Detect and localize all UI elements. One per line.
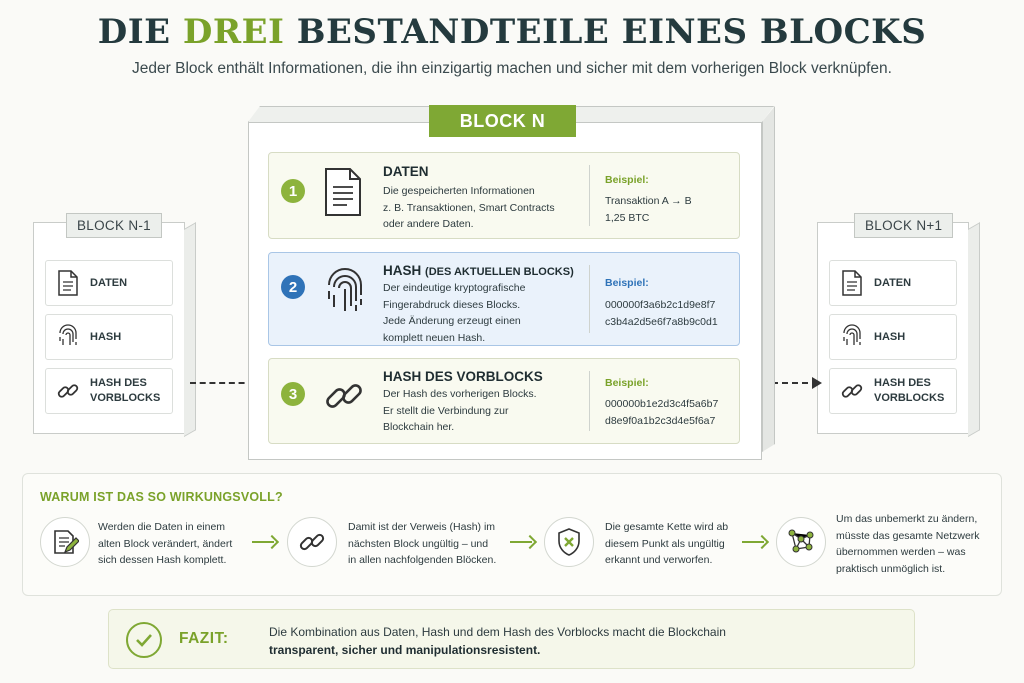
fazit-text-line2: transparent, sicher und manipulationsres… xyxy=(269,643,541,657)
network-icon xyxy=(776,517,826,567)
row-description: Der Hash des vorherigen Blocks. Er stell… xyxy=(383,388,537,433)
page-title: DIE DREI BESTANDTEILE EINES BLOCKS xyxy=(0,12,1024,52)
document-icon xyxy=(46,270,90,296)
block-n-minus-1: BLOCK N-1 DATEN HASH HASH DES VORBLOCKS xyxy=(33,213,185,434)
why-section: WARUM IST DAS SO WIRKUNGSVOLL? Werden di… xyxy=(22,473,1002,596)
side-item-label: HASH DES VORBLOCKS xyxy=(90,377,161,404)
fazit-text-line1: Die Kombination aus Daten, Hash und dem … xyxy=(269,625,726,639)
block-n-label: BLOCK N xyxy=(429,105,576,137)
document-icon xyxy=(830,270,874,296)
row-number: 1 xyxy=(281,179,305,203)
example-value: 000000f3a6b2c1d9e8f7 c3b4a2d5e6f7a8b9c0d… xyxy=(605,299,718,328)
document-icon xyxy=(323,167,363,222)
block-n-minus-1-label: BLOCK N-1 xyxy=(66,213,162,238)
example-label: Beispiel: xyxy=(605,377,649,389)
why-step-text: Die gesamte Kette wird ab diesem Punkt a… xyxy=(605,521,729,566)
side-item-label: DATEN xyxy=(874,276,912,289)
side-item-daten: DATEN xyxy=(829,260,957,306)
edit-document-icon xyxy=(40,517,90,567)
fingerprint-icon xyxy=(323,267,367,324)
chain-link-icon xyxy=(830,378,874,404)
example-label: Beispiel: xyxy=(605,277,649,289)
row-description: Die gespeicherten Informationen z. B. Tr… xyxy=(383,185,555,230)
row-title: HASH (DES AKTUELLEN BLOCKS) xyxy=(383,263,574,278)
fazit-label: FAZIT: xyxy=(179,630,229,647)
side-item-label: HASH xyxy=(90,330,122,343)
arrow-right-icon xyxy=(742,541,764,543)
chain-link-icon xyxy=(46,378,90,404)
shield-x-icon xyxy=(544,517,594,567)
arrow-main-to-right xyxy=(762,377,822,389)
side-item-hash: HASH xyxy=(829,314,957,360)
side-item-label: DATEN xyxy=(90,276,128,289)
title-part1: DIE xyxy=(97,12,171,52)
title-accent: DREI xyxy=(182,12,285,52)
block-n-side-face xyxy=(762,106,775,452)
side-item-daten: DATEN xyxy=(45,260,173,306)
title-part2: BESTANDTEILE EINES BLOCKS xyxy=(296,12,927,52)
row-title: DATEN xyxy=(383,164,429,179)
row-description: Der eindeutige kryptografische Fingerabd… xyxy=(383,282,526,344)
chain-link-icon xyxy=(287,517,337,567)
row-divider xyxy=(589,265,590,333)
row-hash: 2 HASH (DES AKTUELLEN BLOCKS) Der eindeu… xyxy=(268,252,740,346)
row-daten: 1 DATEN Die gespeicherten Informationen … xyxy=(268,152,740,239)
why-step-text: Werden die Daten in einem alten Block ve… xyxy=(98,521,233,566)
block-n-plus-1: BLOCK N+1 DATEN HASH HASH DES VORBLOCKS xyxy=(817,213,969,434)
row-divider xyxy=(589,371,590,431)
example-value: Transaktion A → B 1,25 BTC xyxy=(605,195,692,224)
side-item-hash-vorblock: HASH DES VORBLOCKS xyxy=(45,368,173,414)
side-item-label: HASH xyxy=(874,330,906,343)
why-title: WARUM IST DAS SO WIRKUNGSVOLL? xyxy=(40,490,283,504)
checkmark-icon xyxy=(126,622,162,658)
arrow-right-icon xyxy=(252,541,274,543)
example-label: Beispiel: xyxy=(605,174,649,186)
why-step-text: Damit ist der Verweis (Hash) im nächsten… xyxy=(348,521,497,566)
block-n-plus-1-label: BLOCK N+1 xyxy=(854,213,954,238)
row-number: 2 xyxy=(281,275,305,299)
row-divider xyxy=(589,165,590,226)
page-subtitle: Jeder Block enthält Informationen, die i… xyxy=(132,60,892,77)
side-item-hash: HASH xyxy=(45,314,173,360)
arrow-right-icon xyxy=(510,541,532,543)
row-number: 3 xyxy=(281,382,305,406)
chain-link-icon xyxy=(323,375,365,422)
example-value: 000000b1e2d3c4f5a6b7 d8e9f0a1b2c3d4e5f6a… xyxy=(605,398,719,427)
why-step-text: Um das unbemerkt zu ändern, müsste das g… xyxy=(836,513,980,575)
fazit-box: FAZIT: Die Kombination aus Daten, Hash u… xyxy=(108,609,915,669)
fingerprint-icon xyxy=(830,323,874,351)
row-hash-vorblock: 3 HASH DES VORBLOCKS Der Hash des vorher… xyxy=(268,358,740,444)
fingerprint-icon xyxy=(46,323,90,351)
side-item-hash-vorblock: HASH DES VORBLOCKS xyxy=(829,368,957,414)
side-item-label: HASH DES VORBLOCKS xyxy=(874,377,945,404)
row-title: HASH DES VORBLOCKS xyxy=(383,369,543,384)
